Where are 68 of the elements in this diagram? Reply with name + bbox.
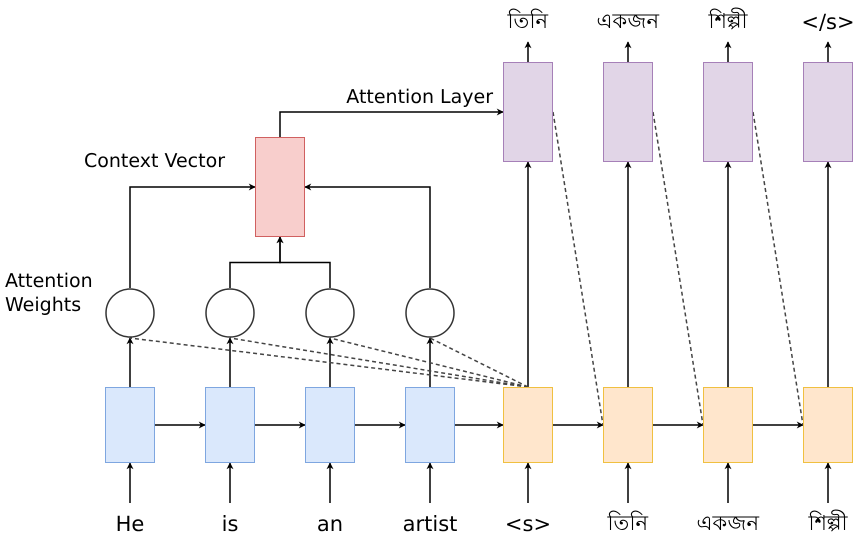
arrow	[155, 422, 206, 428]
dashed-line	[552, 112, 604, 426]
edge-label: Attention Layer	[344, 86, 495, 108]
arrow	[524, 161, 532, 387]
arrow	[524, 41, 532, 62]
arrow	[226, 462, 234, 503]
arrow	[426, 337, 434, 387]
arrow	[126, 337, 134, 387]
encoder-box	[405, 387, 455, 463]
arrow	[279, 108, 504, 137]
encoder-box	[105, 387, 155, 463]
decoder-box	[503, 387, 553, 463]
arrow	[355, 422, 406, 428]
arrow	[824, 161, 832, 387]
arrow	[304, 184, 431, 288]
arrow	[553, 422, 604, 428]
encoder-box	[305, 387, 355, 463]
side-label: Attention Weights	[5, 270, 94, 318]
arrow	[276, 236, 331, 288]
output-box	[503, 62, 553, 162]
arrow	[824, 41, 832, 62]
output-word: </s>	[778, 2, 862, 42]
input-word: He	[80, 503, 180, 545]
input-word: শিল্পী	[778, 503, 862, 545]
input-word: an	[280, 503, 380, 545]
output-box	[803, 62, 853, 162]
arrow	[255, 422, 306, 428]
output-box	[703, 62, 753, 162]
arrow	[226, 337, 234, 387]
weight-circle	[405, 288, 455, 338]
arrow	[524, 462, 532, 503]
input-word: is	[180, 503, 280, 545]
decoder-box	[603, 387, 653, 463]
arrow	[724, 161, 732, 387]
weight-circle	[105, 288, 155, 338]
arrow	[624, 161, 632, 387]
arrow	[326, 462, 334, 503]
encoder-box	[205, 387, 255, 463]
arrow	[624, 462, 632, 503]
arrow	[426, 462, 434, 503]
weight-circle	[305, 288, 355, 338]
arrow	[129, 184, 256, 288]
input-word: <s>	[478, 503, 578, 545]
dashed-line	[652, 112, 704, 426]
input-word: একজন	[678, 503, 778, 545]
arrow	[624, 41, 632, 62]
dashed-line	[752, 112, 804, 426]
input-word: artist	[380, 503, 480, 545]
arrow	[753, 422, 804, 428]
weight-circle	[205, 288, 255, 338]
input-word: তিনি	[578, 503, 678, 545]
arrow	[126, 462, 134, 503]
decoder-box	[703, 387, 753, 463]
output-word: শিল্পী	[678, 2, 778, 42]
arrow	[724, 462, 732, 503]
output-word: একজন	[578, 2, 678, 42]
side-label: Context Vector	[84, 150, 226, 174]
output-box	[603, 62, 653, 162]
dashed-line	[330, 337, 528, 388]
output-word: তিনি	[478, 2, 578, 42]
arrow	[824, 462, 832, 503]
arrow	[326, 337, 334, 387]
decoder-box	[803, 387, 853, 463]
dashed-line	[430, 337, 528, 388]
context-box	[255, 137, 305, 237]
arrow	[455, 422, 504, 428]
arrow	[653, 422, 704, 428]
arrow	[724, 41, 732, 62]
